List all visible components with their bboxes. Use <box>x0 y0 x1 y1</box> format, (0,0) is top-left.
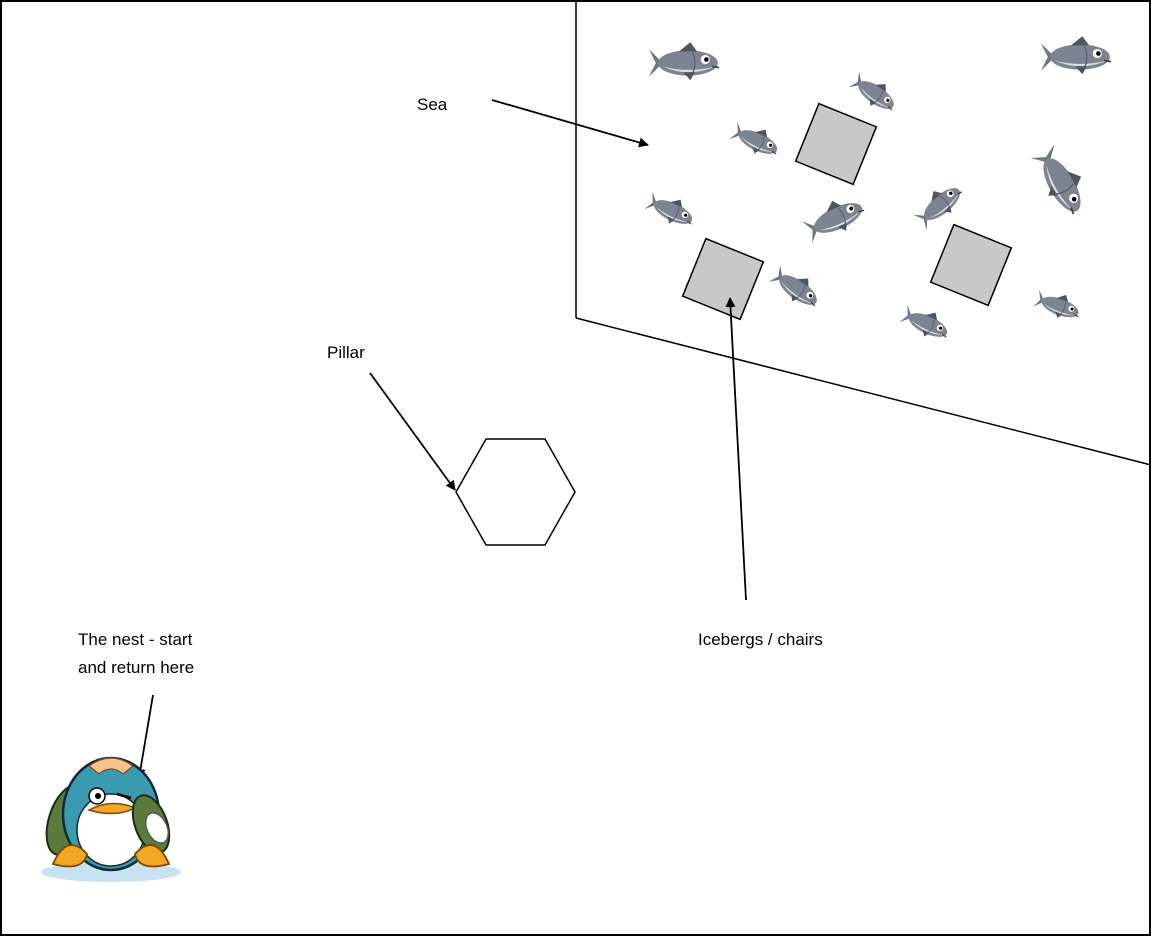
iceberg-chair <box>794 102 878 186</box>
icebergs-label: Icebergs / chairs <box>698 630 823 649</box>
iceberg-chair <box>929 223 1013 307</box>
iceberg-chair <box>681 237 765 321</box>
sea-label: Sea <box>417 95 448 114</box>
nest-label-line2: and return here <box>78 658 195 678</box>
penguin-icon <box>41 756 181 882</box>
fish-icon <box>1026 139 1097 222</box>
pillar-arrow <box>369 372 456 491</box>
nest-arrow <box>135 694 154 779</box>
fish-icon <box>1040 35 1112 76</box>
pillar-hexagon <box>455 438 576 546</box>
fish-icon <box>897 299 955 346</box>
fish-icon <box>648 41 720 82</box>
fish-icon <box>727 116 785 163</box>
fish-icon <box>642 186 700 233</box>
icebergs-arrow <box>725 297 747 601</box>
sea-region <box>575 0 1151 466</box>
nest-label-line1: The nest - start <box>78 630 193 649</box>
fish-icon <box>846 67 903 118</box>
icebergs <box>681 102 1013 321</box>
sea-arrow <box>491 99 649 148</box>
fish-icon <box>766 260 827 315</box>
fish-icon <box>909 176 969 233</box>
nest-label: The nest - start and return here <box>78 626 194 682</box>
fish-icon <box>798 189 870 247</box>
fish-icon <box>1031 285 1085 326</box>
pillar-label: Pillar <box>327 343 365 362</box>
